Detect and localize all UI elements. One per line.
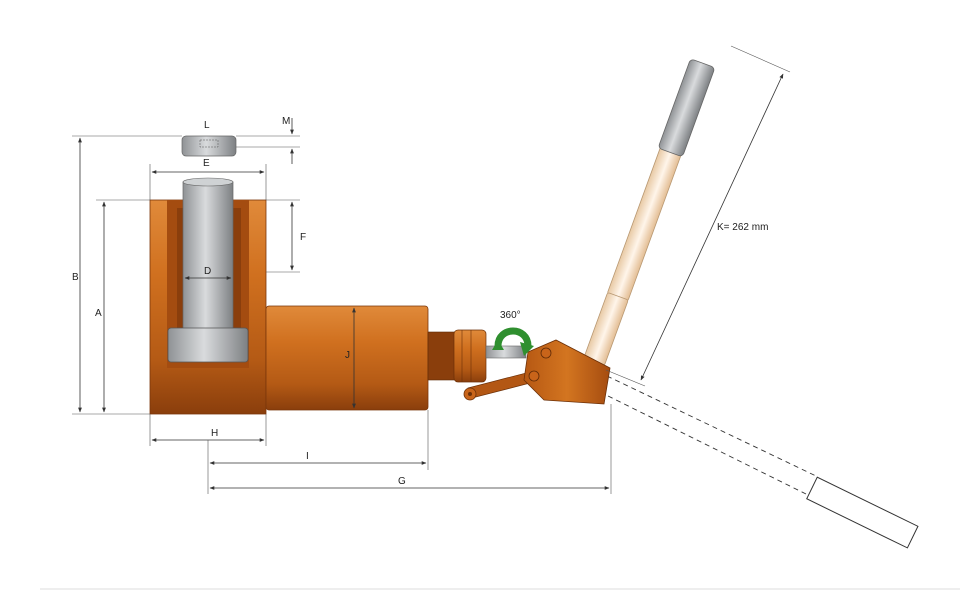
label-J: J bbox=[345, 350, 350, 361]
pump-handle bbox=[583, 59, 715, 366]
dimension-J: J bbox=[345, 307, 356, 409]
label-H: H bbox=[211, 428, 218, 439]
ram-piston bbox=[167, 177, 249, 363]
pump-handle-alt-position bbox=[599, 375, 919, 549]
dimension-B: B bbox=[72, 135, 182, 415]
label-M: M bbox=[282, 116, 290, 127]
dimension-E: E bbox=[149, 158, 267, 200]
label-G: G bbox=[398, 476, 406, 487]
reservoir-cylinder bbox=[265, 305, 487, 411]
saddle-cap bbox=[181, 135, 237, 157]
label-F: F bbox=[300, 232, 306, 243]
dimension-M: M bbox=[236, 116, 300, 164]
dimension-A: A bbox=[95, 199, 150, 413]
label-A: A bbox=[95, 308, 102, 319]
dimension-I: I bbox=[207, 410, 429, 494]
label-B: B bbox=[72, 272, 79, 283]
dimension-G: G bbox=[209, 404, 612, 494]
label-I: I bbox=[306, 451, 309, 462]
label-D: D bbox=[204, 266, 211, 277]
label-K: K= 262 mm bbox=[717, 222, 768, 233]
dimension-D: D bbox=[184, 266, 232, 280]
label-L: L bbox=[204, 120, 210, 131]
dimension-K: K= 262 mm bbox=[605, 45, 791, 387]
dimension-F: F bbox=[266, 199, 306, 273]
label-E: E bbox=[203, 158, 210, 169]
pump-linkage bbox=[463, 339, 611, 405]
rotation-label: 360° bbox=[500, 310, 521, 321]
bottom-divider bbox=[40, 588, 960, 590]
rotation-arrow-icon bbox=[492, 327, 534, 356]
